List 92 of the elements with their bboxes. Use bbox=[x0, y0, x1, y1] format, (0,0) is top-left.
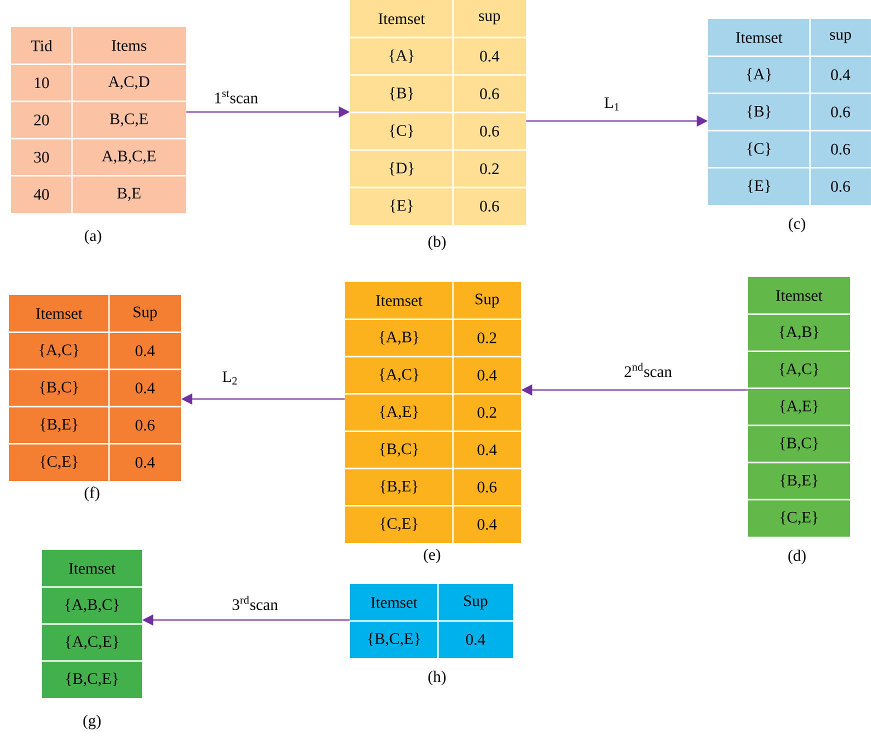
data-table bbox=[345, 282, 521, 544]
table-cell: 0.6 bbox=[831, 106, 850, 118]
table-cell: 0.4 bbox=[478, 444, 497, 456]
node-label: (c) bbox=[788, 218, 806, 232]
edge-label: 2$^{nd}$scan bbox=[622, 362, 674, 378]
edge-label: 3$^{rd}$scan bbox=[230, 594, 280, 612]
table-cell: {A,B,C} bbox=[65, 598, 119, 612]
data-table bbox=[11, 27, 186, 213]
table-cell: {B} bbox=[747, 105, 771, 119]
table-cell: Items bbox=[112, 40, 146, 51]
data-table bbox=[350, 584, 513, 658]
table-cell: {A,C} bbox=[780, 363, 818, 377]
table-cell: 0.4 bbox=[478, 518, 497, 530]
edge-label: L$_{2}$ bbox=[221, 370, 239, 386]
table-cell: A,B,C,E bbox=[102, 150, 156, 164]
table-cell: 0.4 bbox=[466, 634, 486, 645]
table-cell: {C} bbox=[390, 124, 414, 138]
table-cell: {C,E} bbox=[780, 511, 818, 525]
table-cell: {B,C,E} bbox=[368, 632, 420, 646]
table-cell: Itemset bbox=[376, 295, 422, 306]
table-cell: {A,B} bbox=[780, 326, 818, 340]
table-cell: 10 bbox=[34, 77, 49, 88]
table-cell: {A} bbox=[747, 68, 771, 82]
table-cell: Sup bbox=[134, 306, 157, 321]
node-label: (h) bbox=[428, 670, 446, 686]
table-cell: {A,E} bbox=[780, 400, 818, 414]
table-cell: 0.4 bbox=[136, 382, 155, 394]
data-table bbox=[708, 19, 871, 205]
table-cell: 0.6 bbox=[831, 180, 850, 192]
table-cell: {B} bbox=[390, 87, 414, 100]
table-cell: Itemset bbox=[69, 563, 116, 574]
table-cell: {C,E} bbox=[40, 456, 78, 470]
table-cell: 0.6 bbox=[480, 200, 500, 212]
table-cell: 0.6 bbox=[480, 126, 500, 137]
table-cell: Itemset bbox=[378, 13, 425, 24]
table-cell: sup bbox=[830, 32, 851, 44]
table-cell: {B,E} bbox=[780, 474, 818, 488]
table-cell: {A,B} bbox=[380, 331, 418, 345]
node-label: (b) bbox=[428, 236, 446, 250]
table-cell: {C,E} bbox=[380, 518, 418, 532]
table-cell: Sup bbox=[476, 294, 499, 308]
table-cell: sup bbox=[479, 13, 500, 24]
table-cell: 0.4 bbox=[480, 50, 500, 62]
table-cell: 0.4 bbox=[136, 345, 155, 356]
table-cell: {B,C} bbox=[40, 381, 78, 395]
node-label: (e) bbox=[424, 548, 440, 564]
table-cell: {A} bbox=[390, 50, 414, 63]
table-cell: {A,C} bbox=[380, 368, 418, 382]
table-cell: {A,C} bbox=[40, 344, 78, 358]
node-label: (a) bbox=[84, 230, 102, 244]
table-cell: Itemset bbox=[776, 290, 822, 301]
table-cell: 20 bbox=[34, 114, 49, 126]
table-cell: {E} bbox=[390, 200, 413, 213]
table-cell: 0.6 bbox=[136, 420, 155, 431]
table-cell: {C} bbox=[747, 142, 771, 156]
table-cell: Itemset bbox=[736, 32, 782, 43]
table-cell: {B,E} bbox=[40, 418, 78, 432]
table-cell: Tid bbox=[30, 40, 52, 52]
table-cell: 0.6 bbox=[480, 88, 500, 100]
table-cell: 0.6 bbox=[831, 144, 850, 155]
data-table bbox=[748, 277, 850, 537]
table-cell: B,E bbox=[117, 188, 140, 201]
data-table bbox=[42, 550, 142, 698]
node-label: (g) bbox=[83, 714, 101, 730]
table-cell: A,C,D bbox=[108, 76, 150, 90]
data-table bbox=[350, 0, 526, 225]
table-cell: {B,C} bbox=[380, 443, 418, 457]
table-cell: 0.2 bbox=[480, 163, 499, 174]
node-label: (d) bbox=[788, 550, 806, 564]
data-table bbox=[9, 295, 181, 481]
table-cell: {D} bbox=[390, 162, 414, 176]
table-cell: 0.6 bbox=[478, 482, 497, 493]
table-cell: {E} bbox=[748, 180, 770, 194]
table-cell: Itemset bbox=[36, 308, 82, 319]
table-cell: Itemset bbox=[371, 597, 418, 608]
table-cell: 0.4 bbox=[136, 456, 155, 468]
table-cell: {B,C} bbox=[780, 437, 818, 451]
edge-label: L$_{1}$ bbox=[603, 96, 621, 112]
table-cell: {A,E} bbox=[380, 406, 418, 420]
table-cell: {B,C,E} bbox=[66, 672, 118, 686]
edge-label: 1$^{st}$scan bbox=[212, 90, 260, 104]
table-cell: 40 bbox=[34, 189, 49, 200]
table-cell: 0.2 bbox=[478, 332, 496, 344]
table-cell: 0.4 bbox=[478, 370, 497, 381]
table-cell: {A,C,E} bbox=[66, 636, 118, 650]
table-cell: B,C,E bbox=[110, 113, 148, 127]
table-cell: 0.4 bbox=[831, 69, 850, 80]
table-cell: 30 bbox=[34, 152, 49, 163]
node-label: (f) bbox=[84, 486, 100, 502]
table-cell: 0.2 bbox=[478, 407, 496, 418]
table-cell: {B,E} bbox=[380, 480, 418, 494]
table-cell: Sup bbox=[464, 596, 488, 610]
